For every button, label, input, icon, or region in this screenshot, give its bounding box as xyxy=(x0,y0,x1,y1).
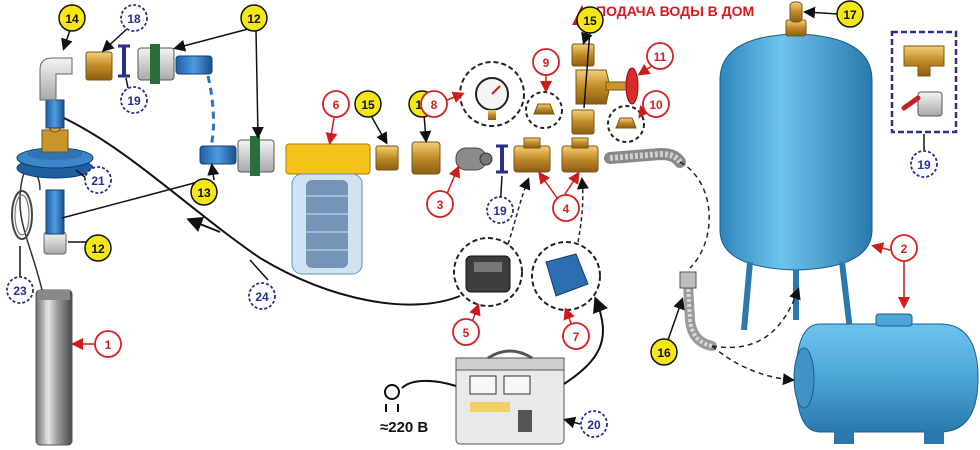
badge-12-top: 12 xyxy=(240,4,268,32)
hose-dashed-link xyxy=(206,75,215,149)
svg-text:10: 10 xyxy=(649,98,663,112)
badge-4: 4 xyxy=(552,194,580,222)
badge-16: 16 xyxy=(650,338,678,366)
valve-handle xyxy=(625,67,639,105)
five-way-fitting-right xyxy=(561,145,599,173)
inset-tee-fitting xyxy=(903,45,945,77)
svg-text:15: 15 xyxy=(361,98,375,112)
hose-segment-top xyxy=(175,55,213,75)
svg-text:19: 19 xyxy=(493,204,507,218)
drop-pipe xyxy=(45,189,65,235)
badge-10: 10 xyxy=(642,90,670,118)
tank-link-horizontal xyxy=(711,345,795,386)
svg-text:12: 12 xyxy=(247,12,261,26)
svg-text:9: 9 xyxy=(543,56,550,70)
svg-text:5: 5 xyxy=(463,326,470,340)
water-filter xyxy=(285,143,371,275)
mains-plug xyxy=(384,384,400,400)
hose-segment-bottom xyxy=(199,145,237,165)
leader-lines xyxy=(19,23,593,281)
brass-adapter-right xyxy=(411,141,441,175)
svg-text:17: 17 xyxy=(843,8,857,22)
svg-text:14: 14 xyxy=(65,12,79,26)
svg-text:13: 13 xyxy=(197,186,211,200)
brass-nipple-mid xyxy=(571,109,595,135)
brass-adapter-left xyxy=(85,51,113,81)
air-vent xyxy=(789,1,803,23)
horizontal-accumulator-tank xyxy=(793,313,979,444)
badge-19-mid: 19 xyxy=(486,196,514,224)
brass-plug-left xyxy=(533,103,555,115)
badge-20: 20 xyxy=(580,410,608,438)
svg-text:19: 19 xyxy=(917,158,931,172)
pump-coupling xyxy=(43,231,67,255)
svg-text:19: 19 xyxy=(127,94,141,108)
voltage-stabilizer xyxy=(455,349,565,445)
badge-24: 24 xyxy=(248,282,276,310)
svg-text:11: 11 xyxy=(654,50,667,64)
elbow-fitting xyxy=(39,57,73,101)
hose-route-link xyxy=(679,161,710,269)
voltage-label: ≈220 В xyxy=(380,419,428,436)
brass-plug-right xyxy=(615,117,637,129)
badge-eight: 8 xyxy=(420,90,448,118)
svg-text:4: 4 xyxy=(563,202,570,216)
badge-1: 1 xyxy=(94,330,122,358)
badge-9: 9 xyxy=(532,48,560,76)
dark-leader-lines xyxy=(563,6,925,429)
svg-text:15: 15 xyxy=(583,14,597,28)
badge-5: 5 xyxy=(452,318,480,346)
relay-link xyxy=(576,177,589,243)
inset-ball-valve xyxy=(917,91,943,117)
badge-21: 21 xyxy=(84,166,112,194)
badge-19-inset: 19 xyxy=(910,150,938,178)
pressure-switch xyxy=(465,255,511,293)
svg-text:23: 23 xyxy=(13,284,27,298)
svg-text:6: 6 xyxy=(333,98,340,112)
svg-text:12: 12 xyxy=(91,242,105,256)
stabilizer-cable xyxy=(563,296,608,385)
svg-text:21: 21 xyxy=(91,174,105,188)
badge-3: 3 xyxy=(426,190,454,218)
dry-run-relay xyxy=(545,253,589,297)
five-way-fitting-left xyxy=(513,145,551,173)
tank-link-vertical xyxy=(711,287,801,349)
badge-15-top: 15 xyxy=(576,6,604,34)
svg-text:3: 3 xyxy=(437,198,444,212)
svg-text:2: 2 xyxy=(901,242,908,256)
svg-text:16: 16 xyxy=(657,346,671,360)
svg-text:20: 20 xyxy=(587,418,601,432)
title-label: ПОДАЧА ВОДЫ В ДОМ xyxy=(596,3,754,19)
svg-text:7: 7 xyxy=(573,330,580,344)
tank-flex-hose xyxy=(679,271,717,351)
badge-17: 17 xyxy=(836,0,864,28)
badge-7: 7 xyxy=(562,322,590,350)
badge-19-left: 19 xyxy=(120,86,148,114)
well-head xyxy=(16,99,94,179)
power-cable xyxy=(63,117,461,306)
mains-cord xyxy=(401,380,457,389)
badge-2: 2 xyxy=(890,234,918,262)
svg-text:1: 1 xyxy=(105,338,112,352)
rope-coil xyxy=(11,190,33,240)
badge-15-left: 15 xyxy=(354,90,382,118)
badge-12-bottom: 12 xyxy=(84,234,112,262)
brass-nipple-top xyxy=(571,43,595,67)
brass-nipple-left xyxy=(375,145,399,171)
submersible-pump xyxy=(35,289,73,446)
badge-11: 11 xyxy=(646,42,674,70)
vertical-accumulator-tank xyxy=(719,19,873,331)
svg-text:18: 18 xyxy=(127,12,141,26)
ball-valve-body xyxy=(575,69,611,105)
svg-text:24: 24 xyxy=(255,290,269,304)
badge-23: 23 xyxy=(6,276,34,304)
svg-text:8: 8 xyxy=(431,98,438,112)
badge-6: 6 xyxy=(322,90,350,118)
badge-14: 14 xyxy=(58,4,86,32)
badge-13: 13 xyxy=(190,178,218,206)
badge-18-left: 18 xyxy=(120,4,148,32)
